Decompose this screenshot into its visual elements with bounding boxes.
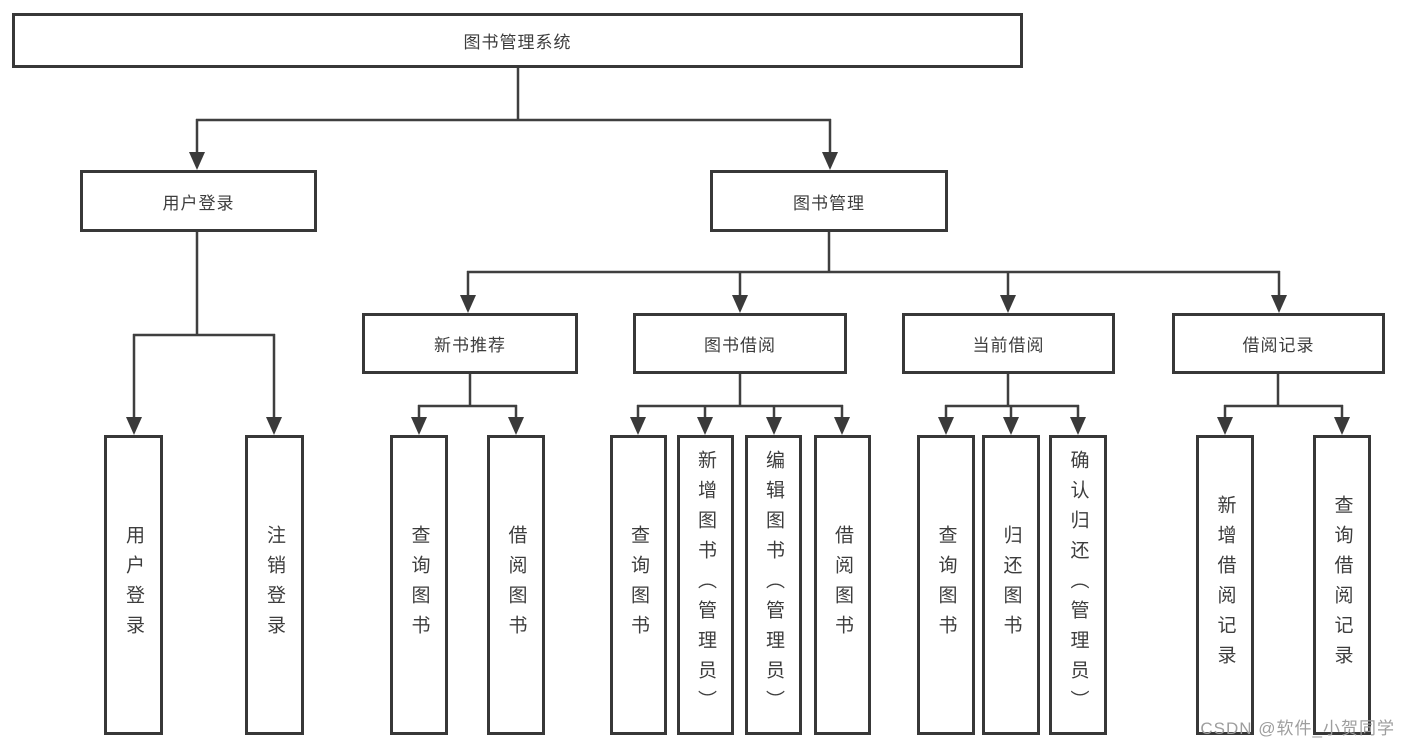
leaf-label: 查询图书 <box>408 525 430 645</box>
leaf-label: 新增借阅记录 <box>1214 495 1236 675</box>
leaf-label: 用户登录 <box>123 525 144 645</box>
leaf-node-return-books: 归还图书 <box>982 435 1040 735</box>
group-node-new-book-recommend: 新书推荐 <box>362 313 578 374</box>
group-node-current-borrowing: 当前借阅 <box>902 313 1115 374</box>
leaf-label: 查询借阅记录 <box>1331 495 1353 675</box>
leaf-node-user-login: 用户登录 <box>104 435 163 735</box>
leaf-label: 借阅图书 <box>505 525 527 645</box>
leaf-label: 编辑图书（管理员） <box>763 450 784 720</box>
leaf-node-search-books: 查询图书 <box>390 435 448 735</box>
group-node-book-borrowing: 图书借阅 <box>633 313 847 374</box>
branch-node-book-management: 图书管理 <box>710 170 948 232</box>
leaf-node-search-books-2: 查询图书 <box>610 435 667 735</box>
leaf-label: 新增图书（管理员） <box>695 450 716 720</box>
branch-node-user-login: 用户登录 <box>80 170 317 232</box>
leaf-label: 查询图书 <box>628 525 649 645</box>
leaf-node-logout: 注销登录 <box>245 435 304 735</box>
group-node-borrowing-records: 借阅记录 <box>1172 313 1385 374</box>
leaf-node-add-book-admin: 新增图书（管理员） <box>677 435 734 735</box>
leaf-label: 查询图书 <box>935 525 957 645</box>
leaf-label: 确认归还（管理员） <box>1067 450 1089 720</box>
leaf-node-edit-book-admin: 编辑图书（管理员） <box>745 435 802 735</box>
leaf-node-search-books-3: 查询图书 <box>917 435 975 735</box>
leaf-node-borrow-books-2: 借阅图书 <box>814 435 871 735</box>
watermark: CSDN @软件_小贺同学 <box>1200 719 1395 738</box>
leaf-node-confirm-return-admin: 确认归还（管理员） <box>1049 435 1107 735</box>
root-node-library-system: 图书管理系统 <box>12 13 1023 68</box>
leaf-label: 归还图书 <box>1000 525 1022 645</box>
leaf-node-borrow-books: 借阅图书 <box>487 435 545 735</box>
leaf-node-search-borrow-record: 查询借阅记录 <box>1313 435 1371 735</box>
leaf-label: 注销登录 <box>264 525 285 645</box>
leaf-node-add-borrow-record: 新增借阅记录 <box>1196 435 1254 735</box>
leaf-label: 借阅图书 <box>832 525 853 645</box>
